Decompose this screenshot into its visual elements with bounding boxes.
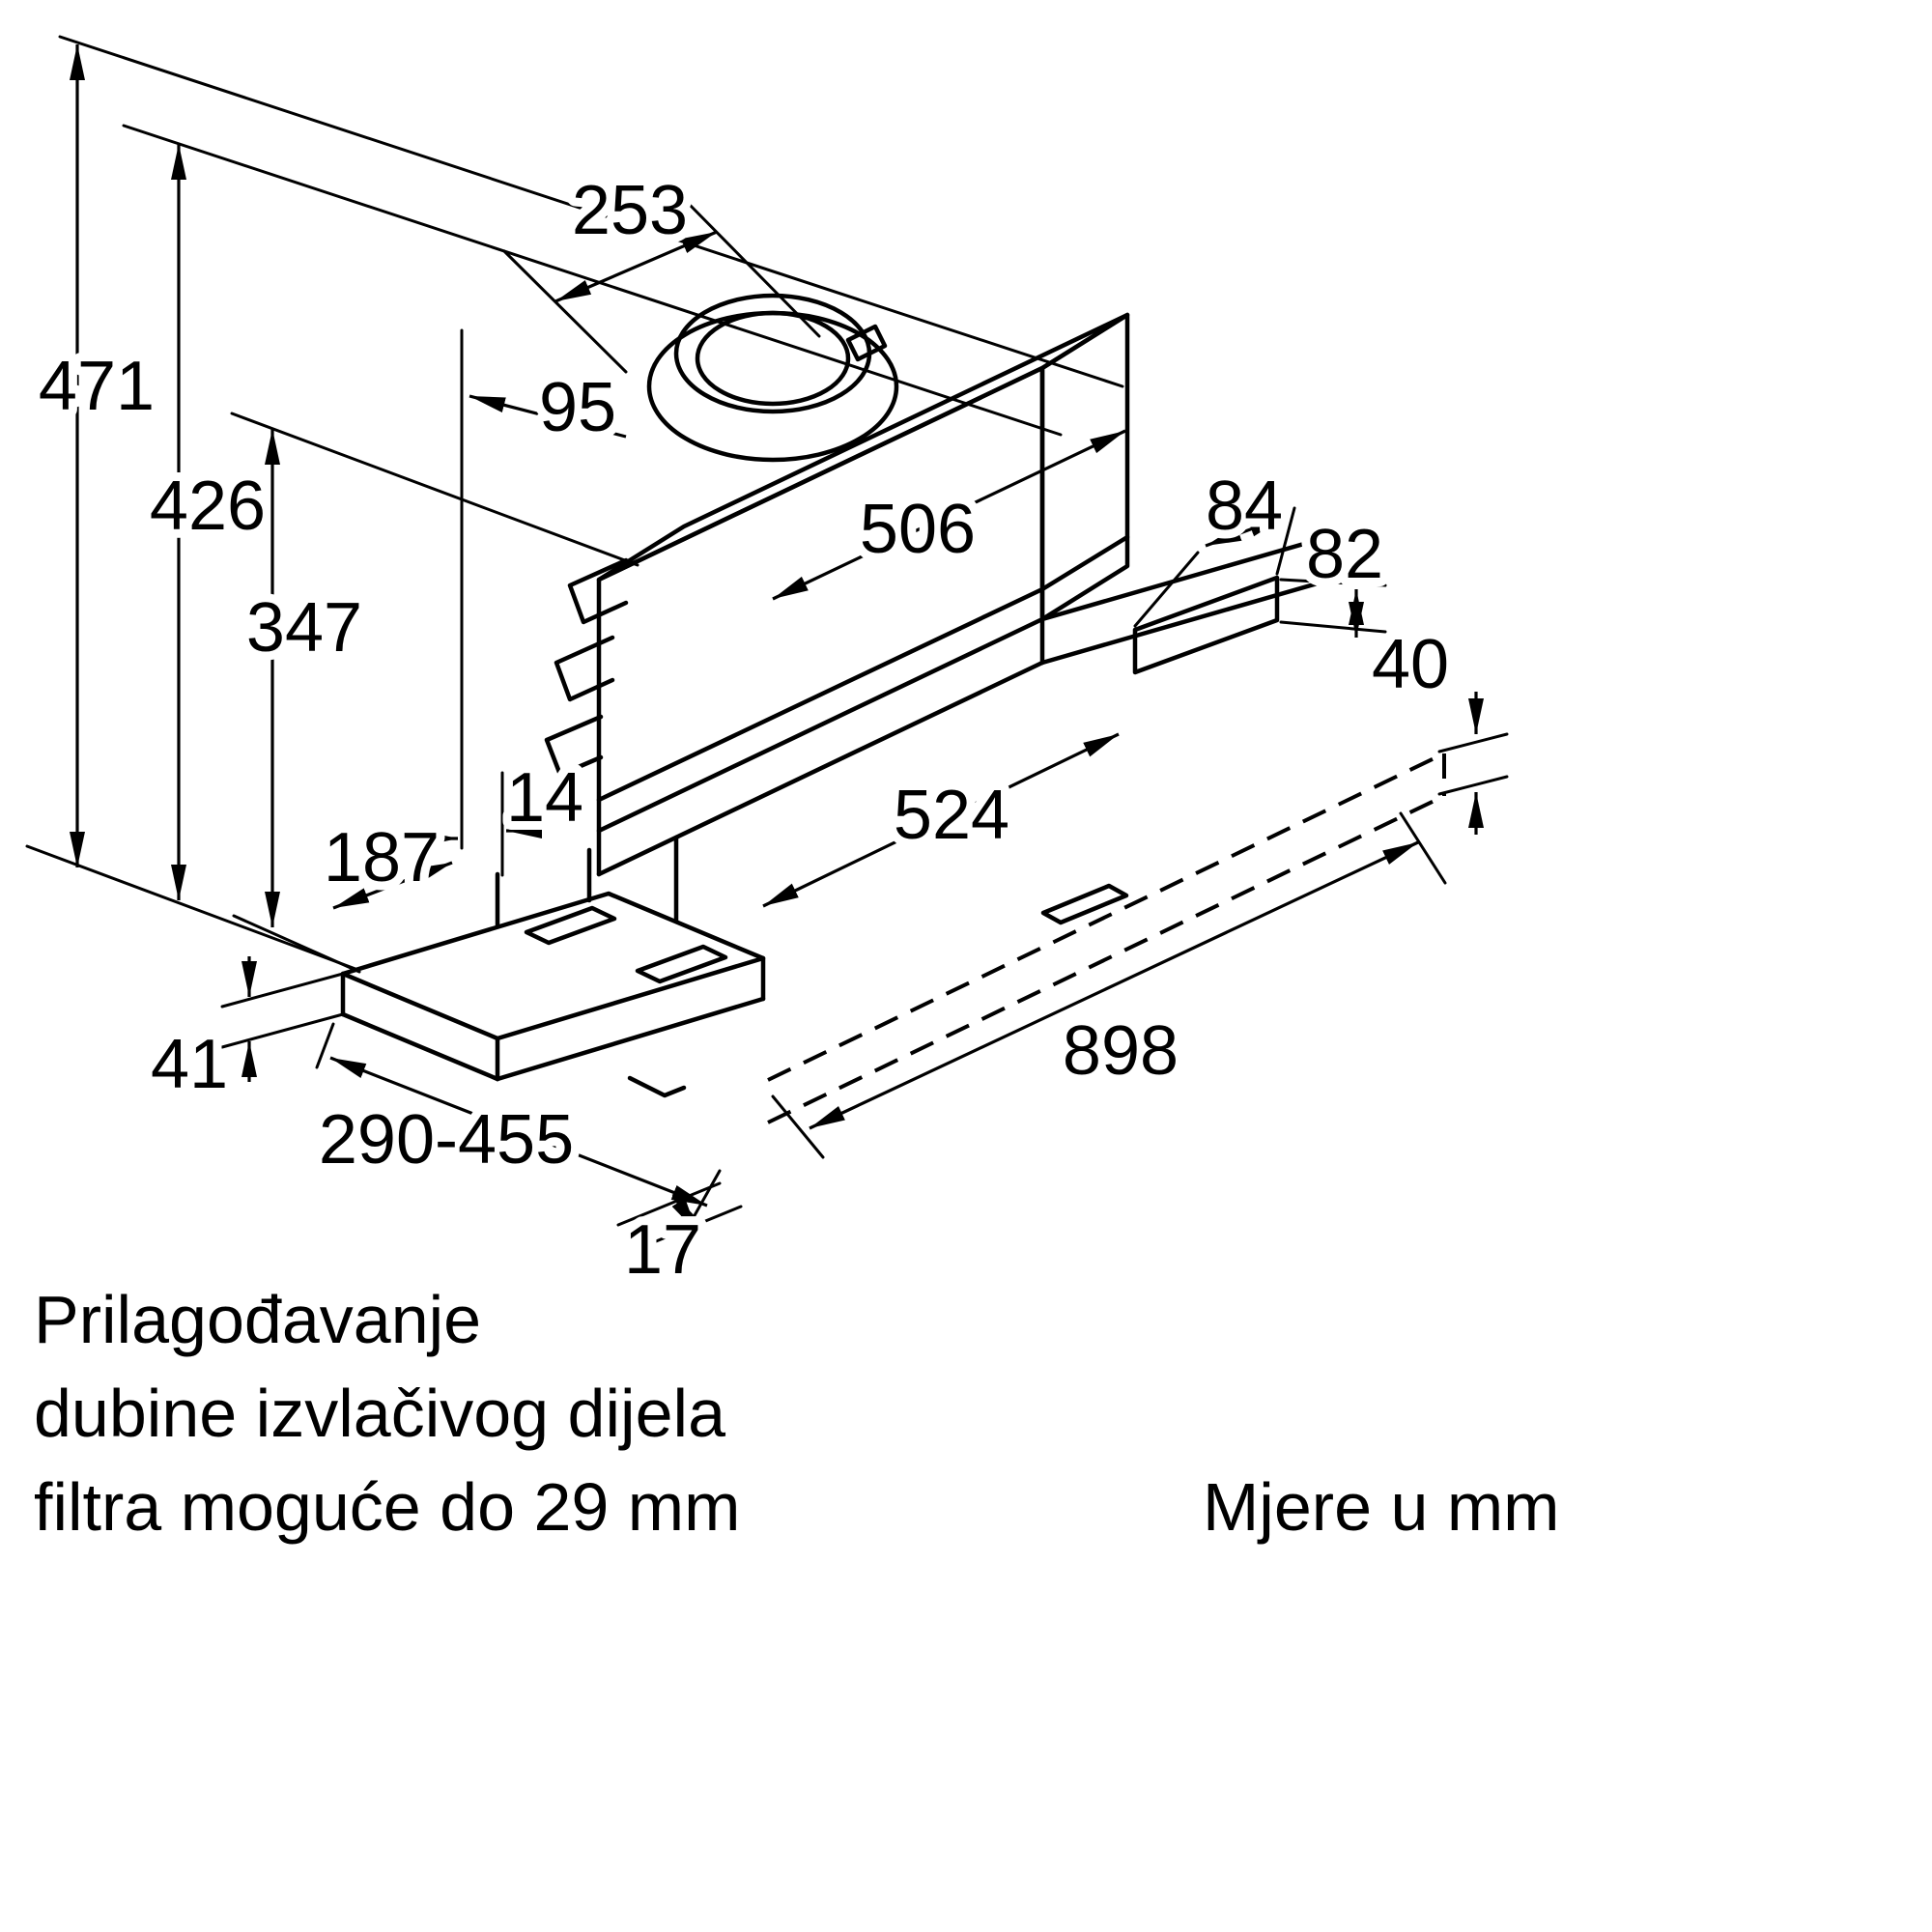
dim-290-455-label: 290-455 bbox=[319, 1101, 574, 1179]
dim-14-label: 14 bbox=[506, 759, 583, 837]
panel-cutout bbox=[1040, 883, 1129, 925]
front-seam-line bbox=[596, 586, 1045, 803]
note-line-1: Prilagođavanje bbox=[34, 1282, 481, 1357]
note-line-2: dubine izvlačivog dijela bbox=[34, 1376, 725, 1451]
frame-bottom-edge bbox=[1039, 574, 1344, 666]
frame-top-edge bbox=[1039, 530, 1344, 622]
dim-426-label: 426 bbox=[150, 468, 266, 545]
dim-bracket-width: 84 bbox=[1133, 459, 1296, 628]
visor-slot-2 bbox=[635, 944, 728, 984]
spring-clip-2 bbox=[554, 635, 615, 702]
dim-898-label: 898 bbox=[1063, 1012, 1179, 1090]
spring-clip-1 bbox=[567, 557, 629, 625]
dim-overall-width: 898 bbox=[771, 811, 1447, 1159]
dim-82-label: 82 bbox=[1306, 516, 1383, 593]
dim-width-bottom: 524 bbox=[762, 732, 1120, 908]
dim-95-label: 95 bbox=[539, 369, 616, 446]
mounting-bracket bbox=[1132, 575, 1280, 675]
dim-width-top: 506 bbox=[772, 429, 1126, 601]
visor-right-bottom-edge bbox=[495, 996, 766, 1082]
dim-top-depth: 253 bbox=[502, 163, 821, 374]
dim-pullout-range: 290-455 bbox=[310, 1022, 722, 1219]
dim-bracket-height: 82 bbox=[1279, 507, 1392, 638]
right-seam-line bbox=[1039, 534, 1130, 592]
dim-524-label: 524 bbox=[894, 777, 1009, 854]
visor-reference-line bbox=[232, 914, 361, 974]
spring-clip-3 bbox=[544, 714, 604, 778]
dim-duct-offset: 95 bbox=[469, 360, 627, 455]
dim-height-total: 471 bbox=[30, 44, 163, 867]
dim-40-label: 40 bbox=[1372, 626, 1449, 703]
dim-41-label: 41 bbox=[151, 1026, 228, 1103]
dim-506-label: 506 bbox=[860, 491, 976, 568]
visor-front-bottom-edge bbox=[340, 1011, 500, 1082]
dim-253-label: 253 bbox=[572, 172, 688, 249]
dim-visor-thickness: 41 bbox=[142, 956, 345, 1112]
dim-lip: 17 bbox=[615, 1181, 743, 1297]
dim-17-label: 17 bbox=[624, 1211, 701, 1289]
ceiling-reference-line bbox=[58, 35, 1124, 388]
hood-body bbox=[340, 293, 1344, 1098]
duct-opening bbox=[695, 310, 851, 407]
units-label: Mjere u mm bbox=[1203, 1469, 1559, 1545]
canopy-front-face bbox=[596, 365, 1045, 834]
dim-347-label: 347 bbox=[246, 589, 362, 667]
mid-reference-line bbox=[230, 412, 639, 567]
visor-handle bbox=[627, 1075, 687, 1098]
canopy-right-face bbox=[1039, 312, 1130, 622]
dim-187-label: 187 bbox=[324, 819, 440, 896]
visor-slot-1 bbox=[524, 905, 617, 946]
dim-84-label: 84 bbox=[1206, 468, 1283, 545]
notes: Prilagođavanje dubine izvlačivog dijela … bbox=[34, 1282, 1559, 1545]
collar-clip bbox=[845, 324, 888, 362]
dim-visor-front: 187 bbox=[315, 810, 453, 910]
dim-471-label: 471 bbox=[39, 348, 155, 425]
note-line-3: filtra moguće do 29 mm bbox=[34, 1469, 740, 1545]
dim-height-mid: 426 bbox=[141, 144, 274, 900]
dim-panel-gap: 40 bbox=[1363, 617, 1509, 835]
dim-front-gap: 14 bbox=[422, 751, 592, 846]
dim-height-inner: 347 bbox=[238, 429, 371, 927]
